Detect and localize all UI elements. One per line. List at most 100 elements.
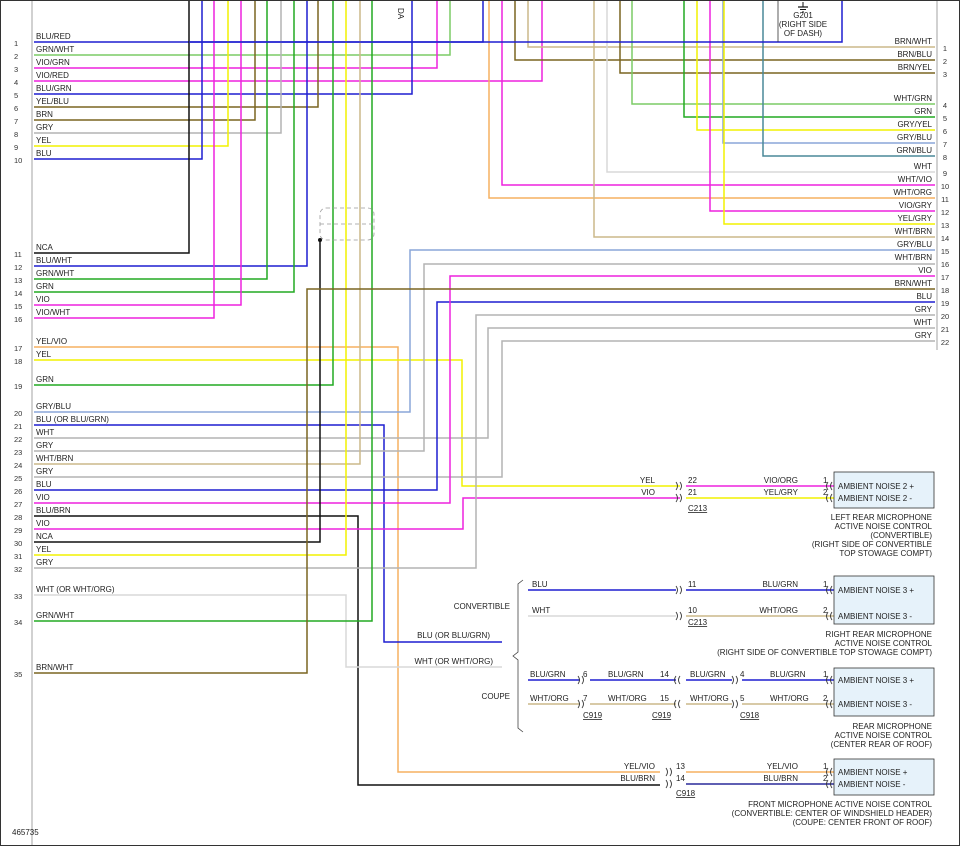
left-wire-label-30: NCA — [36, 532, 54, 541]
left-wire-34 — [34, 0, 373, 622]
right-rear-mic-caption-3: (RIGHT SIDE OF CONVERTIBLE TOP STOWAGE C… — [717, 648, 932, 657]
label-layer: BLU/RED1GRN/WHT2VIO/GRN3VIO/RED4BLU/GRN5… — [14, 32, 949, 827]
right-pin-num-11: 11 — [941, 195, 949, 204]
left-wire-24 — [34, 0, 361, 465]
left-rear-mic-caption-4: (RIGHT SIDE OF CONVERTIBLE — [812, 540, 932, 549]
rear-mic-pin-2: 2 — [823, 694, 828, 703]
right-wire-label-14: WHT/BRN — [895, 227, 933, 236]
left-wire-12 — [34, 0, 308, 267]
split-label-wht: WHT (OR WHT/ORG) — [414, 657, 493, 666]
left-rear-mic-terminal-1 — [826, 481, 833, 491]
coupe-w2-label-1: BLU/GRN — [608, 670, 644, 679]
right-pin-num-22: 22 — [941, 338, 949, 347]
left-wire-8 — [34, 0, 282, 134]
right-rear-mic-pin-1: 1 — [823, 580, 828, 589]
left-wire-30 — [34, 240, 321, 543]
left-wire-label-22: WHT — [36, 428, 54, 437]
right-wire-label-19: BLU — [916, 292, 932, 301]
left-pin-num-35: 35 — [14, 670, 22, 679]
coupe-label: COUPE — [482, 692, 510, 701]
coupe-c919b-symbol-2 — [674, 699, 681, 709]
left-rear-mic-signal-1: AMBIENT NOISE 2 + — [838, 482, 914, 491]
coupe-p1-1: 6 — [583, 670, 588, 679]
left-wire-27 — [34, 275, 935, 504]
c213-connector-name: C213 — [688, 504, 708, 513]
left-wire-label-26: BLU — [36, 480, 52, 489]
c213-in-label-1: YEL — [640, 476, 656, 485]
coupe-w3-label-1: BLU/GRN — [690, 670, 726, 679]
left-wire-19 — [34, 0, 334, 386]
front-mic-box — [833, 758, 935, 796]
coupe-w4-label-2: WHT/ORG — [770, 694, 809, 703]
coupe-p1-2: 7 — [583, 694, 588, 703]
c213-out-label-1: VIO/ORG — [764, 476, 798, 485]
left-wire-label-33: WHT (OR WHT/ORG) — [36, 585, 115, 594]
ground-return-wire — [189, 0, 843, 43]
front-mic-terminal-2 — [826, 779, 833, 789]
left-wire-label-18: YEL — [36, 350, 52, 359]
coupe-c918-symbol-1 — [731, 675, 738, 685]
right-pin-num-6: 6 — [943, 127, 947, 136]
left-rear-mic-caption-2: ACTIVE NOISE CONTROL — [835, 522, 933, 531]
c213-pin-2: 21 — [688, 488, 697, 497]
left-wire-3 — [34, 0, 438, 69]
left-pin-num-23: 23 — [14, 448, 22, 457]
left-pin-num-32: 32 — [14, 565, 22, 574]
right-wire-label-12: VIO/GRY — [899, 201, 933, 210]
left-wire-label-9: YEL — [36, 136, 52, 145]
right-pin-num-7: 7 — [943, 140, 947, 149]
shield-drain-dot — [318, 238, 322, 242]
left-pin-num-7: 7 — [14, 117, 18, 126]
right-pin-num-19: 19 — [941, 299, 949, 308]
ground-icon — [798, 2, 808, 13]
left-pin-num-6: 6 — [14, 104, 18, 113]
rear-mic-box — [833, 667, 935, 717]
left-wire-label-24: WHT/BRN — [36, 454, 74, 463]
right-wire-11 — [488, 0, 935, 199]
convertible-label: CONVERTIBLE — [454, 602, 510, 611]
right-wire-label-21: WHT — [914, 318, 932, 327]
coupe-p2-2: 15 — [660, 694, 669, 703]
right-wire-1 — [527, 0, 935, 48]
c918-in-label-2: BLU/BRN — [620, 774, 655, 783]
right-pin-num-17: 17 — [941, 273, 949, 282]
ground-label: G201 — [793, 11, 813, 20]
c918-out-label-2: BLU/BRN — [763, 774, 798, 783]
split-label-blu: BLU (OR BLU/GRN) — [417, 631, 490, 640]
left-pin-num-28: 28 — [14, 513, 22, 522]
rear-mic-caption-3: (CENTER REAR OF ROOF) — [831, 740, 933, 749]
right-wire-label-4: WHT/GRN — [894, 94, 932, 103]
c918-connector-symbol-2 — [665, 779, 672, 789]
right-rear-mic-terminal-1 — [826, 585, 833, 595]
right-wire-8 — [762, 0, 935, 157]
left-pin-num-8: 8 — [14, 130, 18, 139]
diagram-id: 465735 — [12, 828, 39, 837]
left-pin-num-21: 21 — [14, 422, 22, 431]
right-pin-num-5: 5 — [943, 114, 947, 123]
left-wire-label-5: BLU/GRN — [36, 84, 72, 93]
left-wire-6 — [34, 0, 319, 108]
left-wire-label-35: BRN/WHT — [36, 663, 73, 672]
c213-pin-1: 22 — [688, 476, 697, 485]
right-pin-num-14: 14 — [941, 234, 949, 243]
left-wire-10 — [34, 0, 203, 160]
left-rear-mic-pin-2: 2 — [823, 488, 828, 497]
ground-note-line2: OF DASH) — [784, 29, 823, 38]
left-wire-20 — [34, 249, 935, 413]
left-wire-label-28: BLU/BRN — [36, 506, 71, 515]
left-wire-5 — [34, 0, 413, 95]
left-wire-7 — [34, 0, 256, 121]
left-wire-label-16: VIO/WHT — [36, 308, 70, 317]
left-pin-num-29: 29 — [14, 526, 22, 535]
left-wire-label-25: GRY — [36, 467, 54, 476]
right-rear-mic-box — [833, 575, 935, 625]
left-wire-label-8: GRY — [36, 123, 54, 132]
right-wire-3 — [619, 0, 935, 74]
convertible-c213-pin-1: 11 — [688, 580, 697, 589]
convertible-c213-name: C213 — [688, 618, 708, 627]
right-wire-label-15: GRY/BLU — [897, 240, 932, 249]
left-pin-num-12: 12 — [14, 263, 22, 272]
right-wire-label-16: WHT/BRN — [895, 253, 933, 262]
